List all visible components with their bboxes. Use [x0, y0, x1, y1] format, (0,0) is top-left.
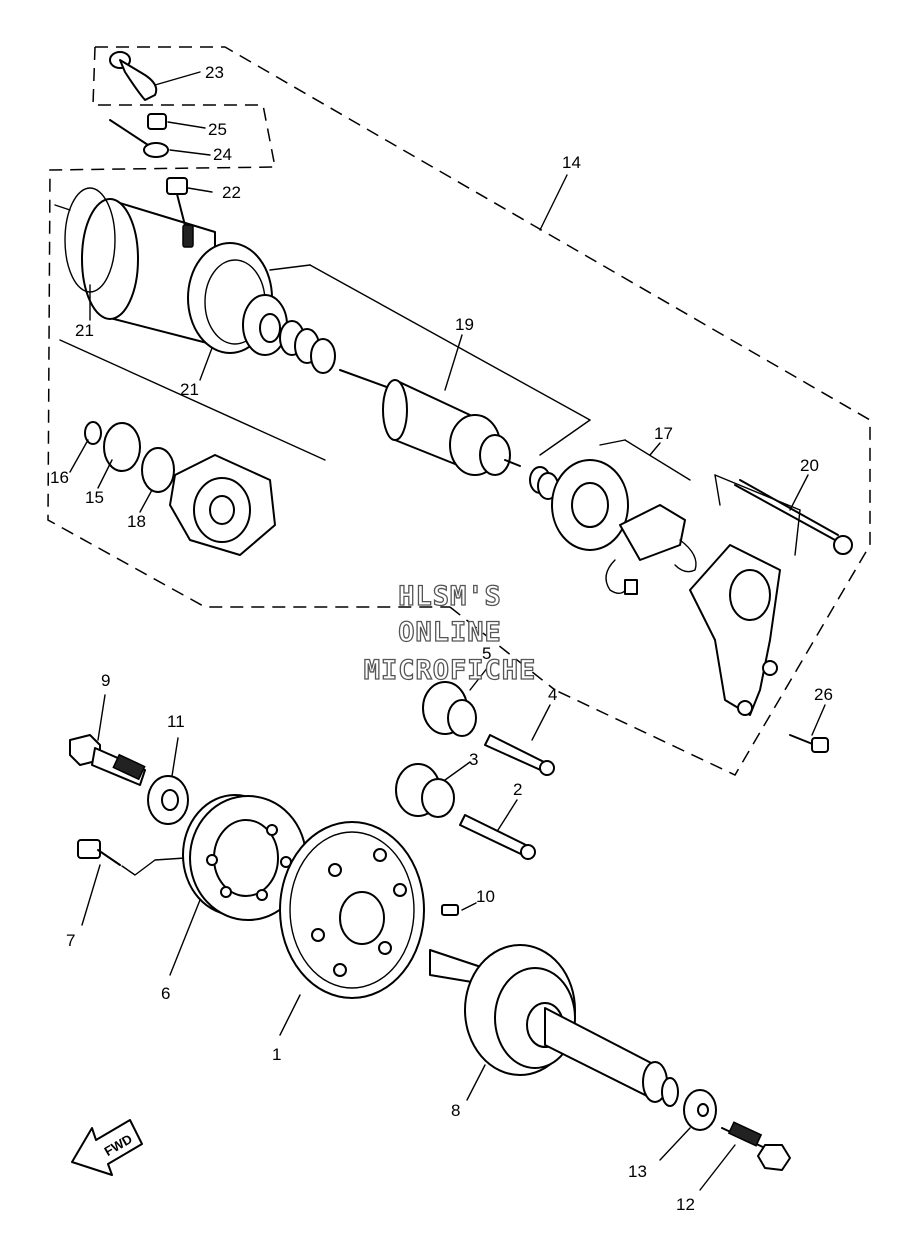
callout-12: 12: [676, 1195, 695, 1214]
callout-4: 4: [548, 685, 557, 704]
washer-11: [147, 775, 189, 825]
callout-14: 14: [562, 153, 581, 172]
bolt-12: [721, 1121, 791, 1171]
callout-19: 19: [455, 315, 474, 334]
leader-lines: [69, 71, 826, 1191]
lead-wire-24: [109, 113, 169, 158]
fwd-direction-arrow: FWD: [71, 1119, 143, 1176]
terminal-bolt-22: [166, 177, 194, 248]
callout-21b: 21: [180, 380, 199, 399]
callout-17: 17: [654, 424, 673, 443]
starter-wheel-gear-1: [279, 821, 425, 999]
callout-3: 3: [469, 750, 478, 769]
callout-1: 1: [272, 1045, 281, 1064]
callout-2: 2: [513, 780, 522, 799]
brush-holder-17: [551, 439, 697, 595]
shaft-4: [484, 734, 555, 776]
callout-22: 22: [222, 183, 241, 202]
armature-19: [269, 264, 591, 500]
callout-18: 18: [127, 512, 146, 531]
callout-16: 16: [50, 468, 69, 487]
watermark: HLSM'S ONLINE MICROFICHE: [363, 580, 537, 686]
washer-13: [683, 1089, 717, 1131]
bolt-9: [69, 734, 146, 786]
callout-21a: 21: [75, 321, 94, 340]
callout-5: 5: [482, 644, 491, 663]
callout-26: 26: [814, 685, 833, 704]
callout-24: 24: [213, 145, 232, 164]
callout-11: 11: [167, 712, 185, 731]
watermark-line-1: HLSM'S: [398, 581, 502, 612]
callout-15: 15: [85, 488, 104, 507]
callout-25: 25: [208, 120, 227, 139]
callout-13: 13: [628, 1162, 647, 1181]
callout-23: 23: [205, 63, 224, 82]
callout-labels: 1 2 3 4 5 6 7 8 9 10 11 12 13 14 15 16 1…: [50, 63, 833, 1214]
idle-gear-3: [395, 763, 455, 818]
idle-gear-5: [422, 681, 477, 737]
callout-20: 20: [800, 456, 819, 475]
screw-26: [789, 734, 829, 753]
callout-9: 9: [101, 671, 110, 690]
watermark-line-3: MICROFICHE: [364, 655, 537, 686]
watermark-line-2: ONLINE: [398, 617, 502, 648]
shaft-2: [459, 814, 536, 860]
starter-clutch-6: [182, 794, 307, 921]
rear-cover: [689, 474, 853, 716]
assembly-boundary-lines: [47, 46, 871, 776]
callout-8: 8: [451, 1101, 460, 1120]
starter-yoke: [54, 187, 336, 461]
callout-10: 10: [476, 887, 495, 906]
bolt-7: [77, 839, 186, 876]
callout-6: 6: [161, 984, 170, 1003]
terminal-cap-23: [109, 51, 158, 101]
balancer-gear-shaft-8: [429, 944, 679, 1107]
callout-7: 7: [66, 931, 75, 950]
front-cover: [84, 421, 276, 556]
key-10: [441, 904, 459, 916]
